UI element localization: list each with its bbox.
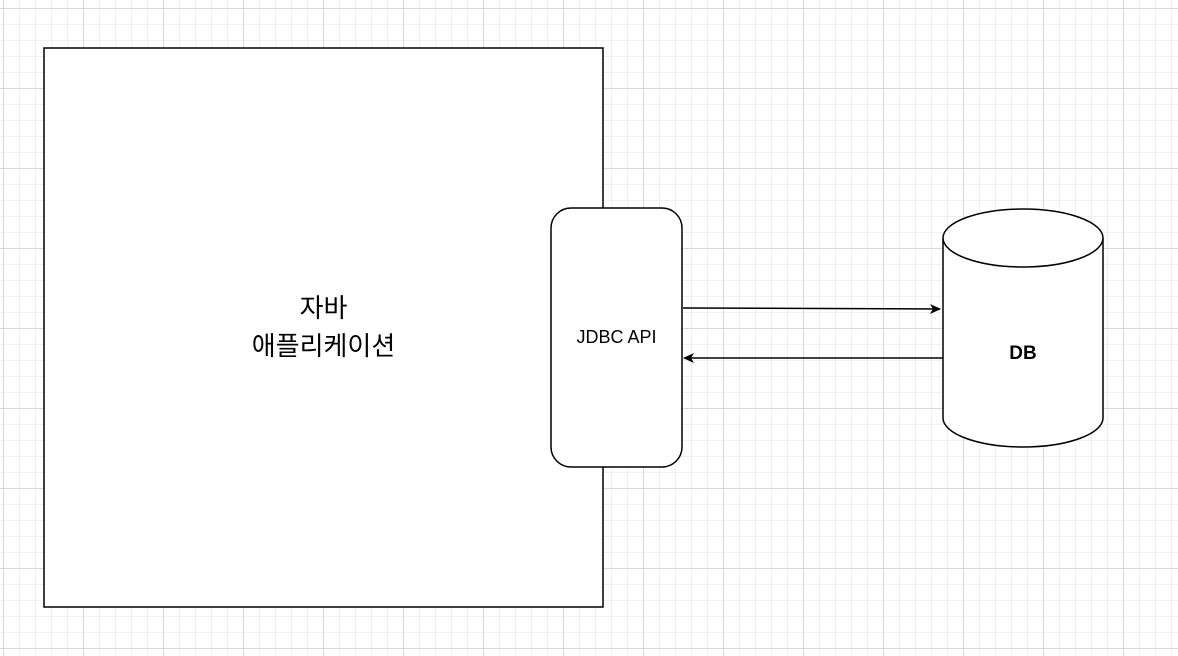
database-cylinder-body	[942, 238, 1104, 448]
database-cylinder[interactable]	[942, 208, 1104, 448]
java-application-box[interactable]	[43, 47, 604, 608]
jdbc-api-box[interactable]	[550, 207, 683, 468]
database-cylinder-top	[942, 208, 1104, 268]
request-arrow[interactable]	[682, 303, 941, 314]
